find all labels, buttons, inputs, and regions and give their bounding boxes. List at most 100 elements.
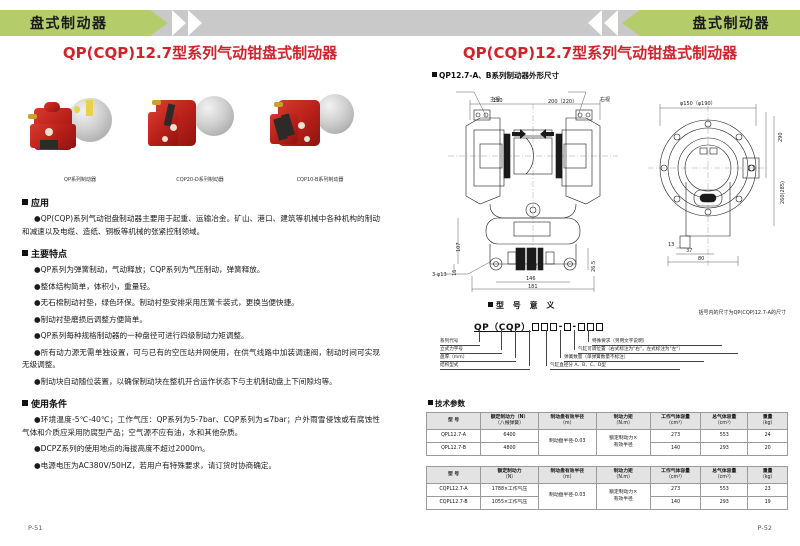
paragraph-conditions-2: ●DCPZ系列的使用地点的海拔高度不超过2000m。 [34, 444, 210, 453]
model-code-dash-1: - [558, 321, 563, 332]
model-code-leader-r4 [546, 330, 547, 366]
product-photo-1-caption: QP系列制动器 [64, 177, 96, 183]
model-code-box-2 [541, 322, 549, 331]
model-code-leader-r3 [560, 330, 561, 358]
th-brake-torque: 制动力矩 （N.m） [595, 466, 651, 484]
product-photo-3: CQP10-B系列制动器 [260, 92, 380, 183]
paragraph-features-6: ●所有动力源无需单独设置，可与已有的空压站并网使用，在供气线路中加装调速阀，制动… [22, 347, 380, 370]
dimension-290: 290 [778, 132, 784, 142]
paragraph-conditions-3: ●电源电压为AC380V/50HZ，若用户有特殊要求，请订货时协商确定。 [34, 460, 277, 470]
cell-total-volume: 553 [700, 483, 749, 497]
cell-brake-torque: 额定制动力× 有效半径 [595, 429, 651, 456]
paragraph-features-5: ●QP系列每种规格制动器的一种盘径可进行四级制动力矩调整。 [34, 331, 249, 340]
table-row: QPL12.7-A 6400 制动盘半径-0.03 额定制动力× 有效半径 27… [425, 429, 788, 456]
table-header-row: 型 号 额定制动力 （N） 制动盘有效半径 （m） 制动力矩 （N.m） [425, 466, 788, 484]
banner-green-block: 盘式制动器 [640, 10, 800, 36]
view-label-front: 主视 [490, 97, 501, 103]
dimension-13: 13 [668, 242, 675, 248]
right-page: 盘式制动器 QP(CQP)12.7型系列气动钳盘式制动器 QP12.7-A、B系… [400, 0, 800, 546]
cell-total-volume: 293 [700, 442, 749, 456]
page-number-right: P-52 [757, 524, 772, 532]
cell-rated-force: 1055×工作气压 [480, 496, 539, 510]
table-row: QPL12.7-B 4800 140 293 20 [425, 442, 788, 456]
model-code-leader-l2 [501, 330, 502, 350]
paragraph-features-4: ●制动衬垫磨损后调整方便简单。 [34, 314, 147, 324]
paragraph-features-3: ●无石棉制动衬垫，绿色环保。制动衬垫安排采用压簧卡装式，更换当便快捷。 [34, 298, 299, 307]
cell-model: QPL12.7-A [425, 429, 482, 443]
model-code-box-3 [550, 322, 558, 331]
banner-arrow-green-icon [622, 10, 640, 36]
tech-params-heading: 技术参数 [428, 398, 465, 409]
cell-model: QPL12.7-B [425, 442, 482, 456]
product-photo-3-caption: CQP10-B系列制动器 [296, 177, 344, 183]
section-heading-conditions: 使用条件 [22, 397, 380, 410]
cell-model: CQPL12.7-A [425, 483, 482, 497]
banner-arrow-white-1-icon [604, 10, 618, 36]
dimension-12-7: 12.7 [531, 264, 543, 270]
cell-weight: 20 [747, 442, 788, 456]
banner-green-block: 盘式制动器 [0, 10, 150, 36]
model-code-box-5 [577, 322, 585, 331]
model-code-label-thickness: 盘厚（mm） [440, 354, 516, 362]
table-header-row: 型 号 额定制动力（N） （八根弹簧） 制动盘有效半径 （m） 制动力矩 （N.… [425, 412, 788, 430]
cell-model: CQPL12.7-B [425, 496, 482, 510]
model-code-prefix: QP（CQP） [474, 323, 531, 333]
spec-table-2-wrapper: 型 号 额定制动力 （N） 制动盘有效半径 （m） 制动力矩 （N.m） [425, 466, 788, 510]
page-number-left: P-51 [28, 524, 43, 532]
left-page: 盘式制动器 QP(CQP)12.7型系列气动钳盘式制动器 QP系列制动器 [0, 10, 400, 532]
cell-total-volume: 293 [700, 496, 749, 510]
model-code-dash-2: - [572, 321, 577, 332]
th-rated-force: 额定制动力 （N） [480, 466, 539, 484]
section-heading-application: 应用 [22, 196, 380, 209]
cell-effective-radius: 制动盘半径-0.03 [537, 483, 597, 510]
product-photo-gallery: QP系列制动器 CQP20-D系列制动器 [14, 92, 386, 183]
dimension-130: 130 [493, 98, 503, 104]
banner-title: 盘式制动器 [30, 16, 108, 32]
spec-table-1-wrapper: 型 号 额定制动力（N） （八根弹簧） 制动盘有效半径 （m） 制动力矩 （N.… [425, 412, 788, 456]
cell-working-volume: 140 [649, 442, 702, 456]
dimension-3-phi13: 3-φ13 [432, 272, 447, 278]
model-code-label-springs: 弹簧数量（单弹簧数量不标注） [564, 354, 704, 362]
product-photo-1: QP系列制动器 [20, 92, 140, 183]
technical-drawing: 主视 右视 130 200（220） φ150（φ190） 260(285) 1… [428, 86, 788, 296]
model-code-leader-r1 [588, 330, 589, 342]
cell-weight: 24 [747, 429, 788, 443]
th-total-volume: 总气体容量 （cm³） [700, 412, 749, 430]
dimension-260-285: 260(285) [780, 181, 786, 204]
bullet-square-icon [22, 199, 28, 205]
model-code-diagram: 型 号 意 义 括号内的尺寸为QP(CQP)12.7-A的尺寸 QP（CQP） … [430, 300, 790, 392]
th-working-volume: 工作气体容量 （cm³） [649, 412, 702, 430]
model-code-heading: 型 号 意 义 [488, 300, 557, 311]
bullet-square-icon [22, 400, 28, 406]
banner-arrow-white-2-icon [188, 10, 202, 36]
dimension-80: 80 [698, 256, 705, 262]
model-code-leader-l3 [515, 330, 516, 358]
model-code-box-4 [563, 322, 571, 331]
th-rated-force: 额定制动力（N） （八根弹簧） [480, 412, 539, 430]
cell-brake-torque: 额定制动力× 有效半径 [595, 483, 651, 510]
model-code-label-bore: 气缸直径分 A、B、C、D型 [550, 362, 680, 370]
dimension-146: 146 [526, 276, 536, 282]
left-page-body: 应用 ●QP(CQP)系列气动钳盘制动器主要用于起重、运输冶金。矿山、港口、建筑… [22, 196, 380, 476]
bullet-square-icon [488, 302, 493, 307]
spec-table-qp: 型 号 额定制动力（N） （八根弹簧） 制动盘有效半径 （m） 制动力矩 （N.… [425, 412, 788, 456]
dimension-181: 181 [528, 284, 538, 290]
paragraph-features-2: ●整体结构简单，体积小，重量轻。 [34, 281, 155, 291]
dimension-107: 107 [456, 242, 462, 252]
model-code-label-special: 特殊要求（另用文字说明） [592, 338, 722, 346]
th-effective-radius: 制动盘有效半径 （m） [537, 412, 597, 430]
model-code-box-6 [586, 322, 594, 331]
product-photo-2-caption: CQP20-D系列制动器 [176, 177, 224, 183]
cell-working-volume: 140 [649, 496, 702, 510]
banner-title: 盘式制动器 [692, 16, 770, 32]
th-model: 型 号 [425, 466, 482, 484]
th-model: 型 号 [425, 412, 482, 430]
cell-rated-force: 4800 [480, 442, 539, 456]
bullet-square-icon [22, 250, 28, 256]
cell-rated-force: 1788×工作气压 [480, 483, 539, 497]
table-row: CQPL12.7-B 1055×工作气压 140 293 19 [425, 496, 788, 510]
paragraph-application-1: ●QP(CQP)系列气动钳盘制动器主要用于起重、运输冶金。矿山、港口、建筑等机械… [22, 214, 380, 236]
view-label-right: 右视 [600, 97, 611, 103]
dimension-26-5: 26.5 [591, 260, 597, 272]
model-code-leader-r2 [574, 330, 575, 350]
